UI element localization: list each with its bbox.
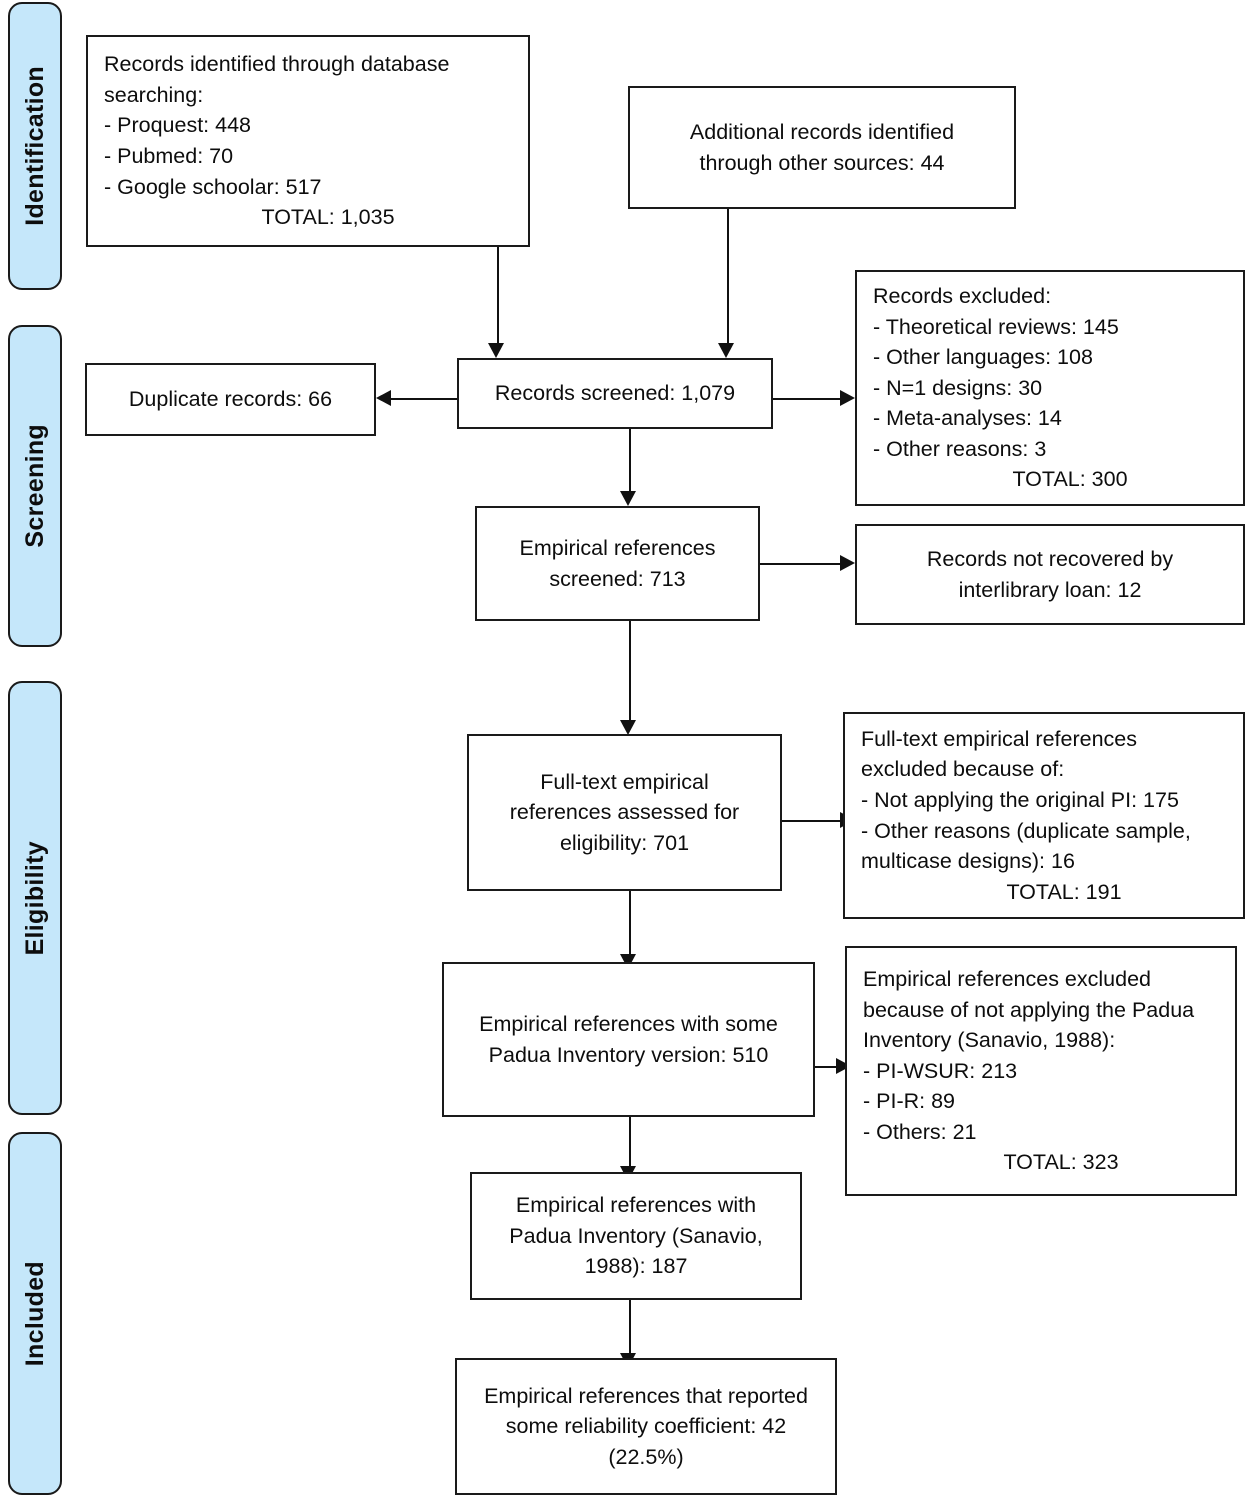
box-padua-included: Empirical references with Padua Inventor… (470, 1172, 802, 1300)
database-search-line-3: - Proquest: 448 (104, 113, 252, 138)
box-not-recovered: Records not recovered by interlibrary lo… (855, 524, 1245, 625)
stage-label-identification: Identification (20, 66, 49, 226)
fulltext-excluded-line-5: multicase designs): 16 (861, 849, 1075, 874)
fulltext-excluded-line-2: excluded because of: (861, 757, 1065, 782)
duplicate-records-line-1: Duplicate records: 66 (128, 387, 333, 412)
records-excluded-line-6: - Other reasons: 3 (873, 436, 1047, 461)
records-excluded-line-1: Records excluded: (873, 284, 1052, 309)
padua-excluded-line-4: - PI-WSUR: 213 (863, 1058, 1018, 1083)
box-empirical-screened: Empirical references screened: 713 (475, 506, 760, 621)
database-search-line-4: - Pubmed: 70 (104, 144, 234, 168)
records-excluded-total: TOTAL: 300 (1012, 467, 1128, 492)
box-reliability-reported: Empirical references that reported some … (455, 1358, 837, 1495)
padua-excluded-line-5: - PI-R: 89 (863, 1089, 955, 1114)
connector-padua-version-to-included (629, 1117, 631, 1166)
records-excluded-line-4: - N=1 designs: 30 (873, 375, 1043, 400)
records-excluded-line-3: - Other languages: 108 (873, 345, 1093, 370)
connector-screened-to-duplicates (391, 398, 457, 400)
connector-empirical-to-fulltext (629, 621, 631, 720)
arrowhead-db-to-screened (488, 343, 504, 358)
records-excluded-line-5: - Meta-analyses: 14 (873, 406, 1062, 431)
padua-included-line-3: 1988): 187 (584, 1254, 688, 1279)
database-search-line-2: searching: (104, 82, 204, 107)
connector-db-to-screened (497, 247, 499, 343)
some-padua-version-line-2: Padua Inventory version: 510 (488, 1042, 769, 1067)
not-recovered-line-1: Records not recovered by (926, 546, 1174, 571)
connector-fulltext-to-excluded (782, 820, 840, 822)
fulltext-assessed-line-1: Full-text empirical (540, 769, 709, 794)
additional-records-line-2: through other sources: 44 (699, 150, 945, 175)
reliability-reported-line-2: some reliability coefficient: 42 (505, 1414, 787, 1439)
stage-pill-identification: Identification (8, 2, 62, 290)
box-records-excluded: Records excluded: - Theoretical reviews:… (855, 270, 1245, 506)
arrowhead-screened-to-excluded (840, 390, 855, 406)
box-database-search: Records identified through database sear… (86, 35, 530, 247)
padua-excluded-line-3: Inventory (Sanavio, 1988): (863, 1028, 1116, 1053)
box-records-screened: Records screened: 1,079 (457, 358, 773, 429)
padua-excluded-line-2: because of not applying the Padua (863, 997, 1195, 1022)
fulltext-excluded-line-3: - Not applying the original PI: 175 (861, 787, 1179, 812)
stage-pill-included: Included (8, 1132, 62, 1495)
padua-excluded-line-6: - Others: 21 (863, 1119, 977, 1144)
padua-included-line-2: Padua Inventory (Sanavio, (509, 1223, 763, 1248)
connector-padua-included-to-reliability (629, 1300, 631, 1353)
stage-pill-screening: Screening (8, 325, 62, 647)
connector-screened-to-empirical (629, 429, 631, 491)
some-padua-version-line-1: Empirical references with some (479, 1011, 778, 1036)
arrowhead-empirical-to-notrecovered (840, 555, 855, 571)
empirical-screened-line-2: screened: 713 (549, 566, 686, 591)
fulltext-excluded-line-1: Full-text empirical references (861, 726, 1138, 751)
records-screened-line-1: Records screened: 1,079 (494, 381, 736, 406)
connector-fulltext-to-padua-version (629, 891, 631, 954)
stage-label-screening: Screening (20, 424, 49, 548)
reliability-reported-line-1: Empirical references that reported (484, 1383, 808, 1408)
box-padua-excluded: Empirical references excluded because of… (845, 946, 1237, 1196)
not-recovered-line-2: interlibrary loan: 12 (958, 577, 1142, 602)
database-search-line-5: - Google schoolar: 517 (104, 174, 322, 199)
database-search-total: TOTAL: 1,035 (261, 205, 395, 230)
arrowhead-screened-to-duplicates (376, 390, 391, 406)
stage-pill-eligibility: Eligibility (8, 681, 62, 1115)
box-additional-records: Additional records identified through ot… (628, 86, 1016, 209)
arrowhead-additional-to-screened (718, 343, 734, 358)
arrowhead-screened-to-empirical (620, 491, 636, 506)
padua-excluded-total: TOTAL: 323 (1003, 1150, 1119, 1175)
fulltext-assessed-line-3: eligibility: 701 (559, 830, 690, 855)
fulltext-assessed-line-2: references assessed for (509, 800, 740, 825)
connector-screened-to-excluded (773, 398, 840, 400)
connector-padua-version-to-excluded (815, 1066, 843, 1068)
empirical-screened-line-1: Empirical references (519, 535, 716, 560)
arrowhead-empirical-to-fulltext (620, 720, 636, 735)
fulltext-excluded-total: TOTAL: 191 (1006, 879, 1122, 904)
fulltext-excluded-line-4: - Other reasons (duplicate sample, (861, 818, 1191, 843)
database-search-line-1: Records identified through database (104, 52, 450, 77)
padua-excluded-line-1: Empirical references excluded (863, 967, 1151, 992)
box-some-padua-version: Empirical references with some Padua Inv… (442, 962, 815, 1117)
connector-empirical-to-notrecovered (760, 563, 840, 565)
box-duplicate-records: Duplicate records: 66 (85, 363, 376, 436)
box-fulltext-assessed: Full-text empirical references assessed … (467, 734, 782, 891)
reliability-reported-line-3: (22.5%) (608, 1444, 684, 1469)
records-excluded-line-2: - Theoretical reviews: 145 (873, 314, 1119, 339)
stage-label-eligibility: Eligibility (20, 840, 49, 956)
additional-records-line-1: Additional records identified (689, 119, 955, 144)
padua-included-line-1: Empirical references with (515, 1193, 757, 1218)
connector-additional-to-screened (727, 209, 729, 343)
stage-label-included: Included (20, 1260, 49, 1367)
box-fulltext-excluded: Full-text empirical references excluded … (843, 712, 1245, 919)
